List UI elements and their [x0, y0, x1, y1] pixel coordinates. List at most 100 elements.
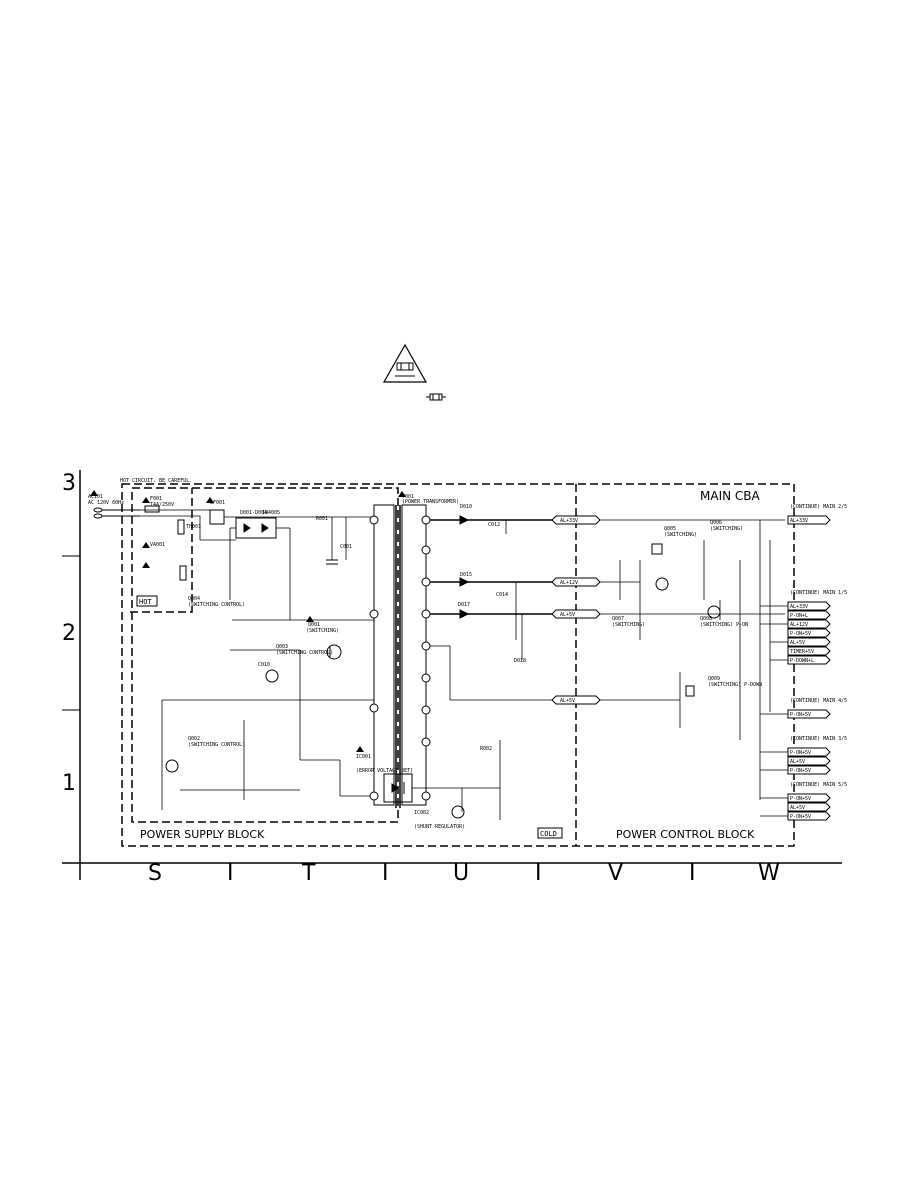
rail-al33v: AL+33V [560, 518, 578, 524]
q004-desc: (SWITCHING CONTROL) [188, 602, 245, 608]
transformer-ref: T001 [402, 494, 414, 500]
q003-ref: Q003 [276, 644, 288, 650]
connector-title-main-1-5: (CONTINUE) MAIN 1/5 [790, 590, 847, 596]
connector-net: AL+5V [790, 805, 805, 811]
connector-title-main-3-5: (CONTINUE) MAIN 3/5 [790, 736, 847, 742]
block-outlines [121, 483, 795, 847]
q001-ref: Q001 [308, 622, 320, 628]
power-control-transistors [651, 543, 721, 697]
thermistor-icon [177, 519, 185, 535]
connector-group-main-4-5: (CONTINUE) MAIN 4/5 P-ON+5V [787, 698, 847, 719]
primary-wiring [140, 509, 375, 810]
connector-net: P-DOWN+L [790, 658, 814, 664]
line-filter-icon [209, 509, 225, 525]
bridge-rectifier-icon [235, 517, 277, 539]
grid-frame [62, 470, 842, 880]
rail-al5v-a: AL+5V [560, 612, 575, 618]
q008-ref: Q008 [700, 616, 712, 622]
plug-desc: AC 120V 60Hz [88, 500, 124, 506]
connector-net: P-ON+5V [790, 631, 811, 637]
rail-tags [551, 515, 601, 705]
power-control-block-label: POWER CONTROL BLOCK [616, 828, 755, 841]
r002-ref: R002 [480, 746, 492, 752]
q005-desc: (SWITCHING) [664, 532, 697, 538]
connector-net: AL+33V [790, 604, 808, 610]
cold-box [537, 827, 563, 839]
thermistor-ref: TH001 [186, 524, 201, 530]
q002-desc: (SWITCHING CONTROL) [188, 742, 245, 748]
connector-wiring [760, 605, 788, 817]
d017-ref: D017 [458, 602, 470, 608]
photo-coupler-desc: (ERROR VOLTAGE DET) [356, 768, 413, 774]
connector-net: P-ON+5V [790, 814, 811, 820]
q005-ref: Q005 [664, 526, 676, 532]
q004-ref: Q004 [188, 596, 200, 602]
col-label-v: V [608, 861, 623, 886]
control-wiring [600, 519, 785, 800]
q008-desc: (SWITCHING) P-ON [700, 622, 748, 628]
shunt-reg-ref: IC002 [414, 810, 429, 816]
shunt-reg-desc: (SHUNT REGULATOR) [414, 824, 465, 830]
q009-desc: (SWITCHING) P-DOWN [708, 682, 762, 688]
power-transformer-icon [369, 504, 431, 808]
photo-coupler-ref: IC001 [356, 754, 371, 760]
connector-group-main-2-5: (CONTINUE) MAIN 2/5 AL+33V [787, 504, 847, 525]
primary-capacitor-icon [326, 559, 338, 565]
rail-al12v: AL+12V [560, 580, 578, 586]
varistor-ref: VA001 [150, 542, 165, 548]
connector-net: AL+12V [790, 622, 808, 628]
d010-ref: D010 [460, 504, 472, 510]
plug-ref: AC101 [88, 494, 103, 500]
main-cba-title: MAIN CBA [700, 489, 761, 503]
varistor-icon [179, 565, 187, 581]
row-label-1: 1 [62, 771, 76, 796]
q007-ref: Q007 [612, 616, 624, 622]
q006-desc: (SWITCHING) [710, 526, 743, 532]
line-filter-ref: LF001 [210, 500, 225, 506]
hot-circuit-note: HOT CIRCUIT. BE CAREFUL. [120, 478, 192, 484]
hot-label: HOT [139, 598, 152, 606]
control-transistors [165, 669, 465, 819]
connector-net: AL+5V [790, 640, 805, 646]
c001-ref: C001 [340, 544, 352, 550]
col-label-w: W [758, 861, 780, 886]
bridge-ref: D001-D004 [240, 510, 267, 516]
caution-note [382, 343, 428, 383]
col-label-i2: I [382, 861, 389, 886]
connector-net: P-ON+5V [790, 768, 811, 774]
cold-label: COLD [540, 830, 557, 838]
q003-desc: (SWITCHING CONTROL) [276, 650, 333, 656]
connector-group-main-1-5: (CONTINUE) MAIN 1/5 AL+33V P-ON+L AL+12V… [787, 590, 847, 665]
connector-net: TIMER+5V [790, 649, 814, 655]
fuse-note-icon [426, 393, 446, 401]
caution-triangles [90, 490, 406, 752]
col-label-i1: I [227, 861, 234, 886]
connector-group-main-3-5: (CONTINUE) MAIN 3/5 P-ON+5V AL+5V P-ON+5… [787, 736, 847, 775]
row-label-3: 3 [62, 471, 76, 496]
r001-ref: R001 [316, 516, 328, 522]
q009-ref: Q009 [708, 676, 720, 682]
c014-ref: C014 [496, 592, 508, 598]
connector-title-main-5-5: (CONTINUE) MAIN 5/5 [790, 782, 847, 788]
connector-net: P-ON+5V [790, 750, 811, 756]
secondary-diodes [459, 515, 470, 619]
col-label-t: T [301, 861, 316, 886]
d015-ref: D015 [460, 572, 472, 578]
c010-ref: C010 [258, 662, 270, 668]
connector-net: P-ON+5V [790, 712, 811, 718]
col-label-i4: I [689, 861, 696, 886]
bridge-part: 1N4005 [262, 510, 280, 516]
switching-transistor-icon [326, 644, 342, 660]
col-label-u: U [453, 861, 469, 886]
connector-net: P-ON+5V [790, 796, 811, 802]
rail-al5v-b: AL+5V [560, 698, 575, 704]
photo-coupler-icon [383, 773, 413, 803]
connector-title-main-2-5: (CONTINUE) MAIN 2/5 [790, 504, 847, 510]
q006-ref: Q006 [710, 520, 722, 526]
c012-ref: C012 [488, 522, 500, 528]
col-label-s: S [148, 861, 162, 886]
connector-net: P-ON+L [790, 613, 808, 619]
hot-box [136, 595, 158, 607]
